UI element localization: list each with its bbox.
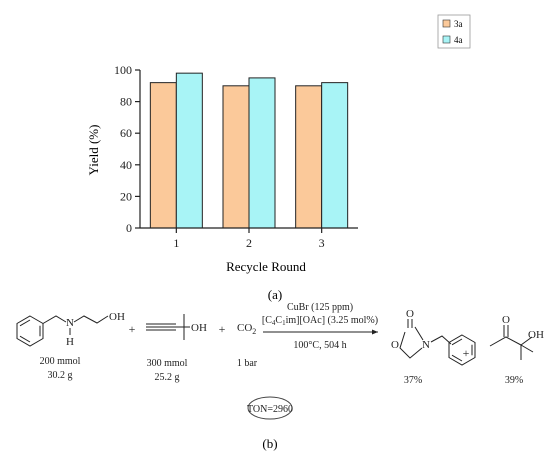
reactant1-amount: 200 mmol: [40, 356, 81, 367]
reactant1-n-atom: N: [66, 317, 74, 329]
reactant1-oh-group: OH: [109, 311, 125, 323]
panel-a-label: (a): [268, 287, 282, 302]
product1-yield: 37%: [404, 375, 422, 386]
legend-swatch-3a: [442, 19, 451, 28]
reactant-benzylaminoethanol: [16, 315, 109, 347]
ionic-liquid-text: [C4C1im][OAc] (3.25 mol%): [262, 315, 378, 327]
co2-formula: CO2: [237, 322, 256, 336]
product1-carbonyl-o: O: [406, 308, 414, 320]
product-oxazolidinone: [399, 319, 476, 366]
bar-4a-round-3: [321, 82, 349, 229]
x-tick-label: 1: [173, 236, 179, 250]
plus-sign-3: +: [463, 346, 470, 360]
benzene-ring: [448, 334, 476, 366]
y-tick-label: 80: [120, 95, 132, 109]
legend: 3a 4a: [437, 14, 471, 49]
y-tick-label: 60: [120, 126, 132, 140]
ton-badge: [247, 396, 293, 420]
y-tick-label: 100: [114, 63, 132, 77]
legend-label-4a: 4a: [454, 35, 463, 45]
co2-pressure: 1 bar: [237, 358, 258, 369]
x-axis-ticks: 1 2 3: [173, 228, 325, 250]
reaction-scheme: N H OH 200 mmol 30.2 g + OH 300 mmol 25.…: [16, 302, 544, 420]
reactant2-mass: 25.2 g: [155, 372, 180, 383]
reactant-methylbutynol: [146, 314, 190, 340]
x-axis-label: Recycle Round: [226, 259, 306, 274]
bars-group: [149, 72, 349, 229]
x-tick-label: 3: [319, 236, 325, 250]
y-axis-ticks: 0 20 40 60 80 100: [114, 63, 140, 235]
conditions-text: 100°C, 504 h: [293, 340, 346, 351]
product-hydroxybutanone: [489, 325, 534, 360]
x-tick-label: 2: [246, 236, 252, 250]
catalyst-text: CuBr (125 ppm): [287, 302, 353, 313]
bar-chart: 0 20 40 60 80 100 1 2 3 Yield (%) Recycle Round…: [86, 14, 471, 274]
legend-swatch-4a: [442, 35, 451, 44]
legend-label-3a: 3a: [454, 19, 463, 29]
panel-b-label: (b): [262, 436, 277, 451]
bar-3a-round-3: [295, 85, 323, 229]
product2-oh-group: OH: [528, 329, 544, 341]
reaction-arrow: [263, 329, 378, 335]
bar-4a-round-1: [175, 72, 203, 229]
bar-3a-round-1: [149, 82, 177, 229]
bar-4a-round-2: [248, 77, 276, 229]
y-tick-label: 0: [126, 221, 132, 235]
bar-3a-round-2: [222, 85, 250, 229]
reactant1-h-atom: H: [66, 336, 74, 348]
plus-sign-1: +: [129, 322, 136, 336]
product1-ring-o: O: [391, 339, 399, 351]
product2-carbonyl-o: O: [502, 314, 510, 326]
plus-sign-2: +: [219, 322, 226, 336]
product2-yield: 39%: [505, 375, 523, 386]
y-axis-label: Yield (%): [86, 125, 101, 176]
y-tick-label: 40: [120, 158, 132, 172]
reactant1-mass: 30.2 g: [48, 370, 73, 381]
ton-text: TON=2960: [247, 404, 293, 415]
y-tick-label: 20: [120, 189, 132, 203]
product1-n-atom: N: [422, 339, 430, 351]
reactant2-oh-group: OH: [191, 322, 207, 334]
reactant2-amount: 300 mmol: [147, 358, 188, 369]
